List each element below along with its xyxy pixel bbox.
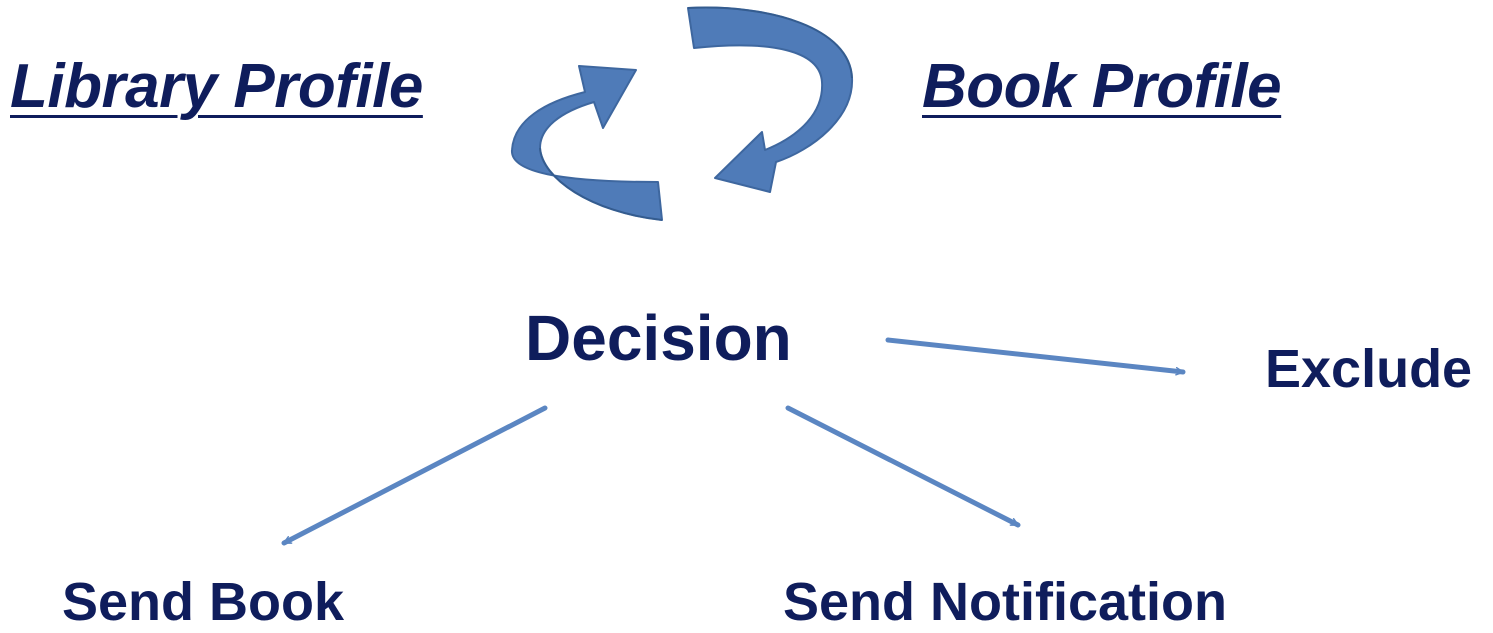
cycle-arrow-left-icon [510, 65, 663, 221]
exclude-node: Exclude [1265, 339, 1473, 399]
decision-node: Decision [525, 302, 792, 374]
cycle-arrow-right-icon [687, 6, 854, 193]
book-profile-node: Book Profile [922, 52, 1282, 121]
send-book-node: Send Book [62, 572, 345, 632]
send-notification-node: Send Notification [783, 572, 1227, 632]
arrow-decision-to-send-book [281, 405, 548, 546]
arrow-decision-to-send-notification [785, 405, 1021, 528]
library-profile-node: Library Profile [10, 52, 423, 121]
arrow-decision-to-exclude [885, 337, 1186, 376]
